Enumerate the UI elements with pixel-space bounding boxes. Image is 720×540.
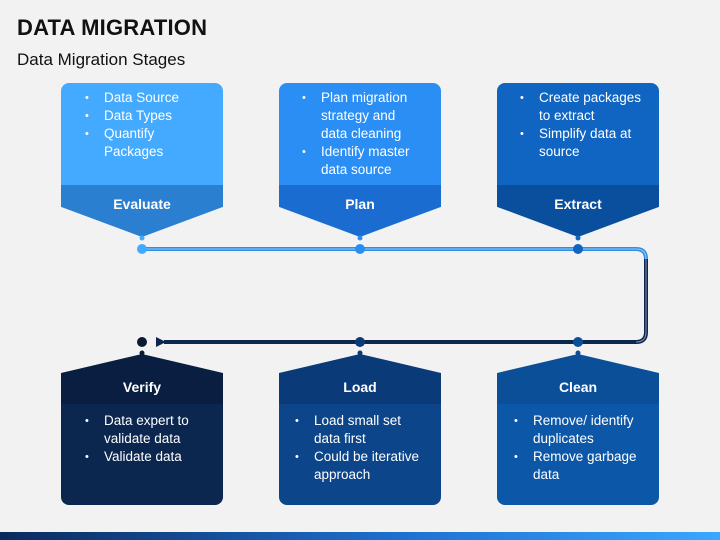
- connector-dot-clean: [573, 337, 583, 347]
- stage-extract-card: Create packages to extract Simplify data…: [497, 83, 659, 237]
- stage-evaluate-list: Data Source Data Types Quantify Packages: [85, 89, 213, 161]
- list-item: Data expert to validate data: [85, 412, 204, 448]
- connector-dot-plan: [355, 244, 365, 254]
- stage-extract-list: Create packages to extract Simplify data…: [520, 89, 649, 161]
- stage-verify-card: Verify Data expert to validate data Vali…: [61, 354, 223, 505]
- list-item: Quantify Packages: [85, 125, 174, 161]
- list-item: Load small set data first: [295, 412, 414, 448]
- list-item: Validate data: [85, 448, 213, 466]
- stage-clean-body: Remove/ identify duplicates Remove garba…: [497, 404, 659, 505]
- stage-plan-card: Plan migration strategy and data cleanin…: [279, 83, 441, 237]
- list-item: Could be iterative approach: [295, 448, 429, 484]
- footer-gradient-bar: [0, 532, 720, 540]
- stage-plan-body: Plan migration strategy and data cleanin…: [279, 83, 441, 185]
- page-subtitle: Data Migration Stages: [17, 50, 186, 69]
- page-title: DATA MIGRATION: [17, 15, 208, 40]
- list-item: Data Source: [85, 89, 213, 107]
- list-item: Create packages to extract: [520, 89, 644, 125]
- stage-verify-body: Data expert to validate data Validate da…: [61, 404, 223, 505]
- flow-line-top: [142, 247, 648, 260]
- stage-evaluate-body: Data Source Data Types Quantify Packages: [61, 83, 223, 185]
- list-item: Data Types: [85, 107, 213, 125]
- connector-dot-evaluate: [137, 244, 147, 254]
- stage-load-body: Load small set data first Could be itera…: [279, 404, 441, 505]
- list-item: Remove garbage data: [514, 448, 648, 484]
- list-item: Simplify data at source: [520, 125, 644, 161]
- list-item: Plan migration strategy and data cleanin…: [302, 89, 421, 143]
- stage-verify-list: Data expert to validate data Validate da…: [85, 412, 213, 466]
- connector-dot-extract: [573, 244, 583, 254]
- stage-evaluate-card: Data Source Data Types Quantify Packages…: [61, 83, 223, 237]
- connector-dot-load: [355, 337, 365, 347]
- stage-clean-list: Remove/ identify duplicates Remove garba…: [514, 412, 649, 484]
- stage-load-card: Load Load small set data first Could be …: [279, 354, 441, 505]
- stage-clean-card: Clean Remove/ identify duplicates Remove…: [497, 354, 659, 505]
- list-item: Identify master data source: [302, 143, 421, 179]
- list-item: Remove/ identify duplicates: [514, 412, 643, 448]
- stage-load-list: Load small set data first Could be itera…: [295, 412, 431, 484]
- stage-plan-list: Plan migration strategy and data cleanin…: [302, 89, 431, 179]
- stage-extract-body: Create packages to extract Simplify data…: [497, 83, 659, 185]
- connector-dot-verify: [137, 337, 147, 347]
- flow-line-right: [635, 259, 648, 344]
